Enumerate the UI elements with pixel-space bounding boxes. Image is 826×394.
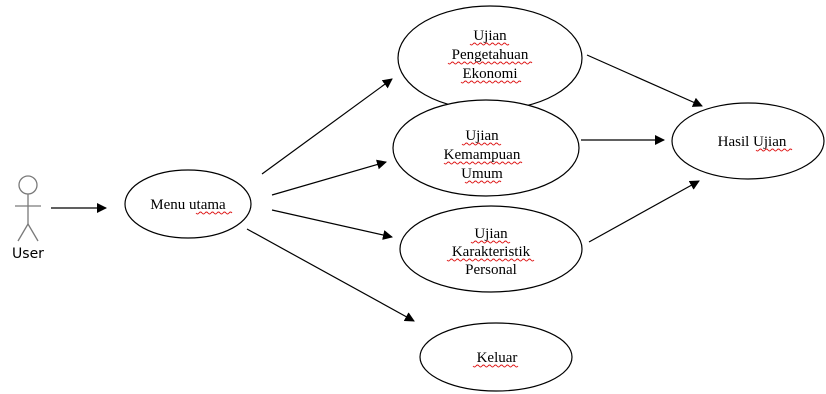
use-case-ujian-pengetahuan-ekonomi-line-3: Ekonomi [463,66,518,82]
actor-head [18,175,38,195]
use-case-menu-utama-shape [124,169,252,239]
spellcheck-underline [447,61,533,65]
actor-label: User [12,246,44,262]
use-case-hasil-ujian-shape [671,102,825,180]
use-case-hasil-ujian[interactable]: Hasil Ujian [671,102,825,180]
edge-menu-utama-keluar [246,228,415,322]
use-case-ujian-kemampuan-umum-shape [392,99,580,197]
actor-left-leg [17,223,29,242]
spellcheck-underline [446,258,535,262]
use-case-ujian-kemampuan-umum[interactable]: Ujian Kemampuan Umum [392,99,580,197]
edges [51,54,703,322]
spellcheck-underline [464,180,502,184]
edge-menu-utama-kemampuan-umum [271,159,387,196]
edge-menu-utama-karakteristik-personal [271,209,393,240]
use-case-ujian-karakteristik-personal[interactable]: Ujian Karakteristik Personal [399,205,583,293]
use-case-ujian-karakteristik-personal-line-1: Ujian [474,226,508,242]
edge-menu-utama-pengetahuan-ekonomi [261,78,393,175]
spellcheck-underline [469,42,510,46]
use-case-ujian-pengetahuan-ekonomi-line-2: Pengetahuan [452,47,529,63]
use-case-ujian-kemampuan-umum-line-1: Ujian [465,128,499,144]
spellcheck-underline [195,211,233,215]
spellcheck-underline [755,148,793,152]
use-case-keluar-shape [419,322,573,392]
use-case-ujian-kemampuan-umum-line-3: Umum [461,166,503,182]
use-case-menu-utama-line-1: Menu utama [150,197,226,213]
spellcheck-underline [460,80,522,84]
use-case-ujian-karakteristik-personal-line-2: Karakteristik [452,244,531,260]
use-case-menu-utama[interactable]: Menu utama [124,169,252,239]
spellcheck-underline [470,240,511,244]
spellcheck-underline [472,364,519,368]
edge-pengetahuan-ekonomi-hasil-ujian [586,54,703,107]
use-case-ujian-karakteristik-personal-shape [399,205,583,293]
spellcheck-underline [461,142,502,146]
actor-user: User [12,175,44,262]
use-case-keluar[interactable]: Keluar [419,322,573,392]
use-case-keluar-line-1: Keluar [477,350,518,366]
actor-right-leg [27,223,39,242]
use-case-ujian-kemampuan-umum-line-2: Kemampuan [444,147,521,163]
spellcheck-underline [443,161,523,165]
use-case-hasil-ujian-line-1: Hasil Ujian [718,134,787,150]
use-case-ujian-pengetahuan-ekonomi-line-1: Ujian [473,28,507,44]
edge-karakteristik-personal-hasil-ujian [588,180,700,243]
use-case-ujian-karakteristik-personal-line-3: Personal [465,262,517,278]
use-case-ujian-pengetahuan-ekonomi[interactable]: Ujian Pengetahuan Ekonomi [397,5,583,111]
